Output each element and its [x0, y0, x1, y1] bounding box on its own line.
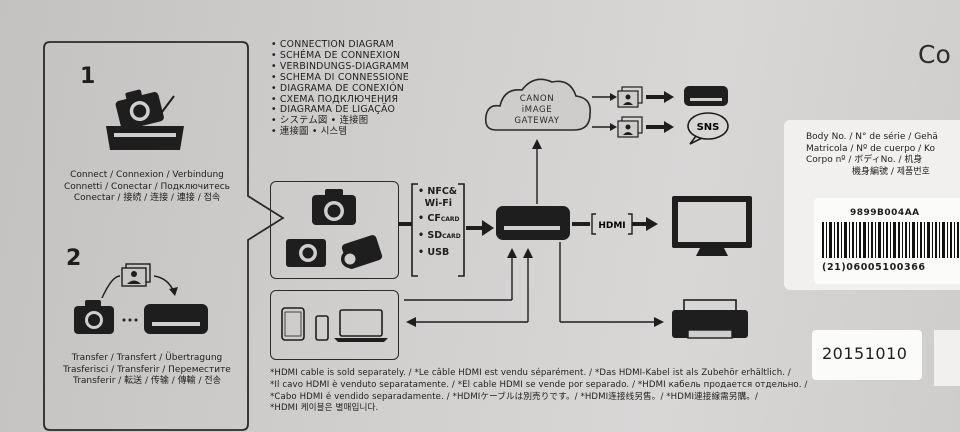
step1-number: 1: [80, 64, 96, 89]
sticker-label: Body No. / N° de série / Gehä Matricola …: [806, 132, 938, 177]
date-code: 20151010: [822, 344, 908, 363]
mobile-devices-box: [270, 290, 399, 360]
camera-on-dock-icon: [106, 89, 184, 150]
transfer-illustration: [74, 263, 208, 334]
interface-bracket: [398, 183, 465, 277]
hdmi-footnote: *HDMI cable is sold separately. / *Le câ…: [270, 368, 808, 414]
interface-usb: • USB: [418, 247, 450, 258]
body-number-sticker: Body No. / N° de série / Gehä Matricola …: [784, 120, 960, 290]
product-title-fragment: Co: [918, 40, 951, 69]
date-code-sticker: 20151010: [812, 330, 922, 380]
interface-cf: • CFCARD: [418, 213, 460, 224]
barcode-bottom-text: (21)06005100366: [822, 262, 926, 273]
interface-nfc-wifi: • NFC& Wi-Fi: [418, 186, 458, 209]
barcode-top-text: 9899B004AA: [850, 208, 920, 218]
sticker-edge: [934, 330, 960, 386]
mobile-devices-icons: [281, 307, 388, 342]
barcode-label: 9899B004AA (21)06005100366: [814, 198, 960, 284]
step1-label: Connect / Connexion / Verbindung Connett…: [64, 170, 230, 203]
connection-diagram-titles: • CONNECTION DIAGRAM • SCHÉMA DE CONNEXI…: [271, 39, 409, 138]
interface-list: • NFC& Wi-Fi • CFCARD • SDCARD • USB: [418, 186, 461, 259]
step2-number: 2: [66, 246, 82, 271]
barcode: [822, 222, 959, 258]
hdmi-label: HDMI: [598, 221, 625, 231]
cloud-text-2: iMAGE: [522, 105, 553, 115]
interface-sd: • SDCARD: [418, 230, 461, 241]
camera-devices-box: [270, 181, 399, 279]
cloud-text-1: CANON: [520, 94, 555, 104]
step2-label: Transfer / Transfert / Übertragung Trasf…: [63, 353, 231, 386]
cloud-text-3: GATEWAY: [514, 116, 559, 126]
sns-label: SNS: [697, 122, 720, 133]
camera-devices-icons: [286, 189, 383, 269]
